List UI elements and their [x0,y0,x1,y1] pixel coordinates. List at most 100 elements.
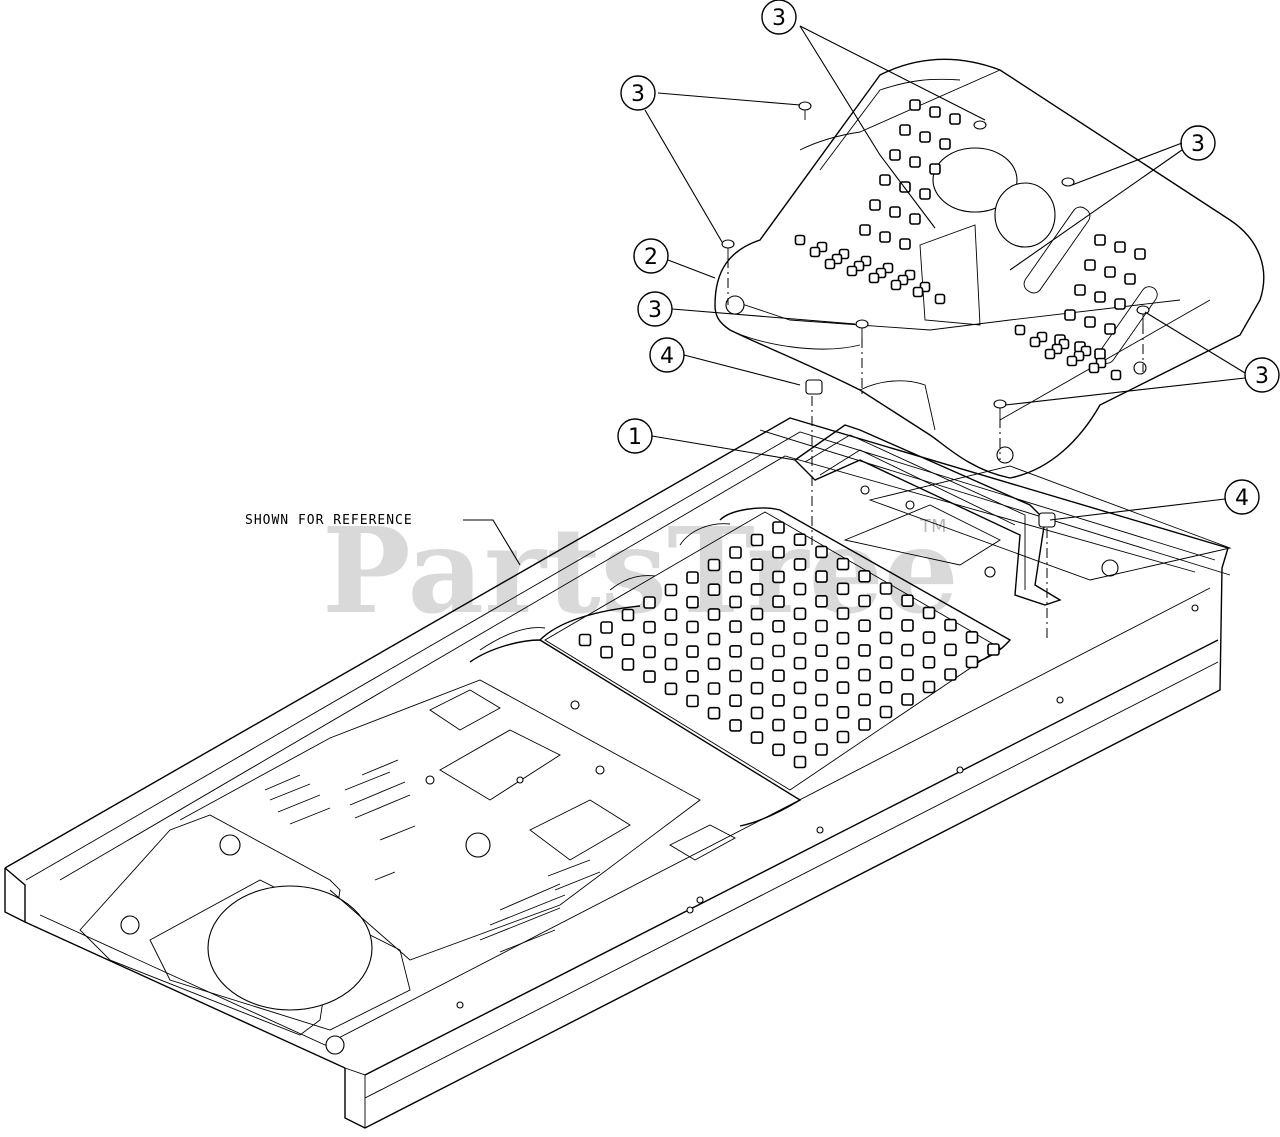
square-hole [729,719,742,732]
square-hole [772,743,785,757]
square-hole [621,658,635,671]
floor-pan-frame [4,417,1232,1129]
square-hole [868,272,880,284]
square-hole [901,668,914,682]
assembly-lines [727,258,1144,640]
square-hole [909,213,921,225]
square-hole [944,668,957,681]
square-hole [793,656,807,670]
square-hole [836,582,850,596]
square-hole [879,231,891,243]
callout-3: 3 [637,291,673,327]
square-hole [793,755,807,769]
square-hole [621,633,635,647]
square-hole [643,596,656,609]
square-hole [707,682,721,695]
square-hole [664,657,678,671]
square-hole [912,286,924,298]
callout-label: 3 [772,6,786,31]
callout-label: 4 [660,344,674,369]
square-hole [772,669,785,683]
square-hole [1094,291,1106,303]
square-hole [859,224,871,236]
square-hole [772,718,785,732]
square-hole [987,643,1000,656]
square-hole [707,657,721,671]
square-hole [664,583,678,597]
callout-3: 3 [761,0,797,35]
square-hole [815,594,828,608]
square-hole [1074,284,1086,296]
square-hole [664,608,678,622]
square-hole [922,655,936,669]
fasteners [721,101,1150,528]
square-hole [889,206,901,218]
square-hole [729,546,742,559]
square-hole [750,632,764,646]
square-hole [909,99,921,111]
square-hole [929,106,941,118]
square-hole [934,293,946,305]
square-hole [879,680,893,694]
square-hole [600,645,613,659]
square-hole [772,644,785,658]
square-hole [707,632,721,646]
square-hole [824,258,836,270]
square-hole [815,693,828,707]
square-hole [858,718,871,731]
square-hole [879,656,893,669]
frame-holes [120,485,1199,1055]
callout-3: 3 [1244,357,1280,393]
square-hole [944,618,957,632]
square-hole [1104,266,1116,278]
square-hole [729,669,742,683]
square-hole [879,631,893,645]
square-hole [1124,273,1136,285]
screw [721,239,735,258]
square-hole [729,644,742,658]
callout-label: 3 [1255,364,1269,389]
square-hole [707,706,721,720]
square-hole [750,558,764,572]
square-hole [772,595,785,608]
square-hole [869,199,881,211]
square-hole [793,706,807,719]
square-hole [922,606,936,620]
square-hole [793,558,807,571]
square-hole [1094,348,1106,360]
square-hole [836,705,850,719]
square-hole [686,645,699,658]
square-hole [815,669,828,682]
square-hole [929,163,941,175]
square-hole [750,731,764,744]
square-hole [899,124,911,136]
square-hole [750,657,764,670]
square-hole [793,632,807,645]
square-hole [1104,323,1116,335]
square-hole [686,694,699,708]
square-hole [879,174,891,186]
square-hole [922,631,936,644]
square-hole [965,655,979,669]
square-hole [1084,316,1096,328]
seat-pan [714,58,1265,479]
bracket [793,424,1062,606]
square-hole [858,619,871,633]
square-hole [707,583,721,597]
callout-label: 1 [628,425,642,450]
square-hole [1084,259,1096,271]
square-hole [899,238,911,250]
callout-label: 4 [1235,486,1249,511]
square-hole [949,113,961,125]
square-hole [815,570,828,583]
deck-square-holes [578,521,1000,769]
square-hole [1029,336,1041,348]
square-hole [879,582,893,595]
square-hole [858,693,871,707]
square-hole [1134,248,1146,260]
square-hole [858,644,871,657]
square-hole [793,533,807,547]
square-hole [686,669,699,683]
square-hole [621,608,635,622]
nut [805,379,823,395]
